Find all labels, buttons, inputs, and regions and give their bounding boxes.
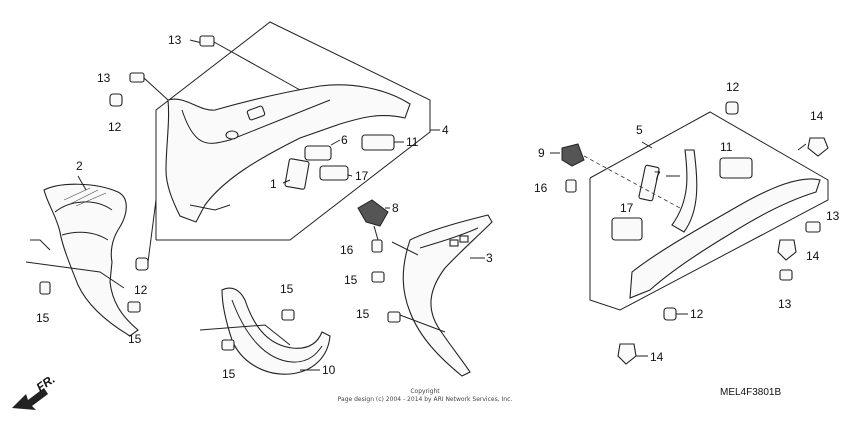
callout-16-center: 16 [340,243,354,257]
callout-15-bottom-b: 15 [222,367,236,381]
callout-12-right: 12 [726,80,740,94]
pad-part-11-left[interactable] [361,134,395,151]
rivet-14-top[interactable] [807,137,829,157]
callout-15-left-b: 15 [128,332,142,346]
screw-15-bottom-b[interactable] [221,339,235,351]
callout-1: 1 [270,177,277,191]
callout-12-lower: 12 [134,283,148,297]
front-direction-label: FR. [34,372,58,395]
copyright-line-1: Copyright [410,388,440,395]
front-direction-indicator: FR. [12,372,58,410]
callout-16-right: 16 [534,181,548,195]
rivet-14-mid[interactable] [777,239,797,261]
callout-12-bottom: 12 [690,307,704,321]
side-panel-ridge-2 [61,231,109,241]
bolt-16-center[interactable] [371,239,383,253]
screw-15-bottom-a[interactable] [281,309,295,321]
inner-cowl-edge [181,99,331,144]
callout-12-left: 12 [108,120,122,134]
diagram-code: MEL4F3801B [720,387,781,398]
assembly-2-group: 2 15 15 [25,159,142,346]
collar-12-right[interactable] [725,101,739,115]
screw-15-center-a[interactable] [371,271,385,283]
inner-cowl-tab [189,204,231,211]
pad-part-7[interactable] [638,164,660,202]
screw-15-center-b[interactable] [387,311,401,323]
side-cover-edge [419,227,479,249]
assembly-3-group: 3 16 15 15 [340,214,493,377]
inner-cowl-part-4[interactable] [165,84,411,223]
callout-17-right: 17 [620,201,634,215]
bolt-13-top[interactable] [189,35,301,91]
callout-11-left: 11 [406,135,419,149]
assembly-4-frame [155,21,431,241]
assembly-10-group: 10 15 15 [199,282,336,381]
callout-4: 4 [442,123,449,137]
pad-part-17-right[interactable] [611,217,643,241]
bracket-part-10[interactable] [221,287,331,375]
callout-6: 6 [341,133,348,147]
callout-15-center-a: 15 [344,273,358,287]
callout-14-mid: 14 [806,249,820,263]
bolt-16-right[interactable] [565,179,577,193]
collar-12-bottom[interactable] [663,307,677,321]
inner-cowl-slot [246,105,266,121]
callout-5: 5 [636,123,643,137]
callout-2: 2 [76,159,83,173]
callout-15-bottom-a: 15 [280,282,294,296]
clip-part-9[interactable] [561,143,585,167]
assembly-4-group: 13 13 12 1 6 17 11 4 [97,21,449,297]
callout-15-center-b: 15 [356,307,370,321]
bolt-13-lower[interactable] [779,269,793,281]
side-panel-part-2[interactable] [43,183,139,337]
copyright-line-2: Page design (c) 2004 - 2014 by ARI Netwo… [338,396,513,403]
callout-15-left-a: 15 [36,311,50,325]
callout-13-lower: 13 [778,297,792,311]
collar-12-left[interactable] [109,93,123,107]
callout-17-left: 17 [355,169,369,183]
assembly-5-group: 5 7 11 17 12 9 16 14 [534,80,840,365]
bracket-edge [231,299,323,363]
bolt-13-left[interactable] [129,72,169,101]
callout-14-top: 14 [810,109,824,123]
callout-10: 10 [322,363,336,377]
screw-15-left-b[interactable] [127,301,141,313]
callout-14-bottom: 14 [650,350,664,364]
callout-13-left: 13 [97,71,111,85]
rivet-14-bottom[interactable] [617,343,637,365]
rubber-block-part-1[interactable] [284,158,310,190]
pad-part-11-right[interactable] [719,157,753,179]
callout-13-right: 13 [826,209,840,223]
pad-part-6[interactable] [304,145,332,161]
screw-15-left-a[interactable] [39,281,51,295]
assembly-5-frame [589,111,829,311]
callout-7: 7 [654,169,661,183]
callout-13-top: 13 [168,33,182,47]
front-arrow-icon [12,388,48,410]
clip-part-8[interactable] [357,199,389,241]
callout-11-right: 11 [720,140,733,154]
pad-part-17-left[interactable] [319,165,349,181]
bolt-13-right[interactable] [805,221,821,233]
inner-cover-part-5[interactable] [629,178,821,299]
inner-cover-rib [671,149,698,233]
callout-3: 3 [486,251,493,265]
callout-9: 9 [538,146,545,160]
collar-12-lower[interactable] [135,257,149,271]
inner-cowl-hole [225,130,239,140]
side-panel-ridge [54,201,113,213]
callout-8: 8 [392,201,399,215]
